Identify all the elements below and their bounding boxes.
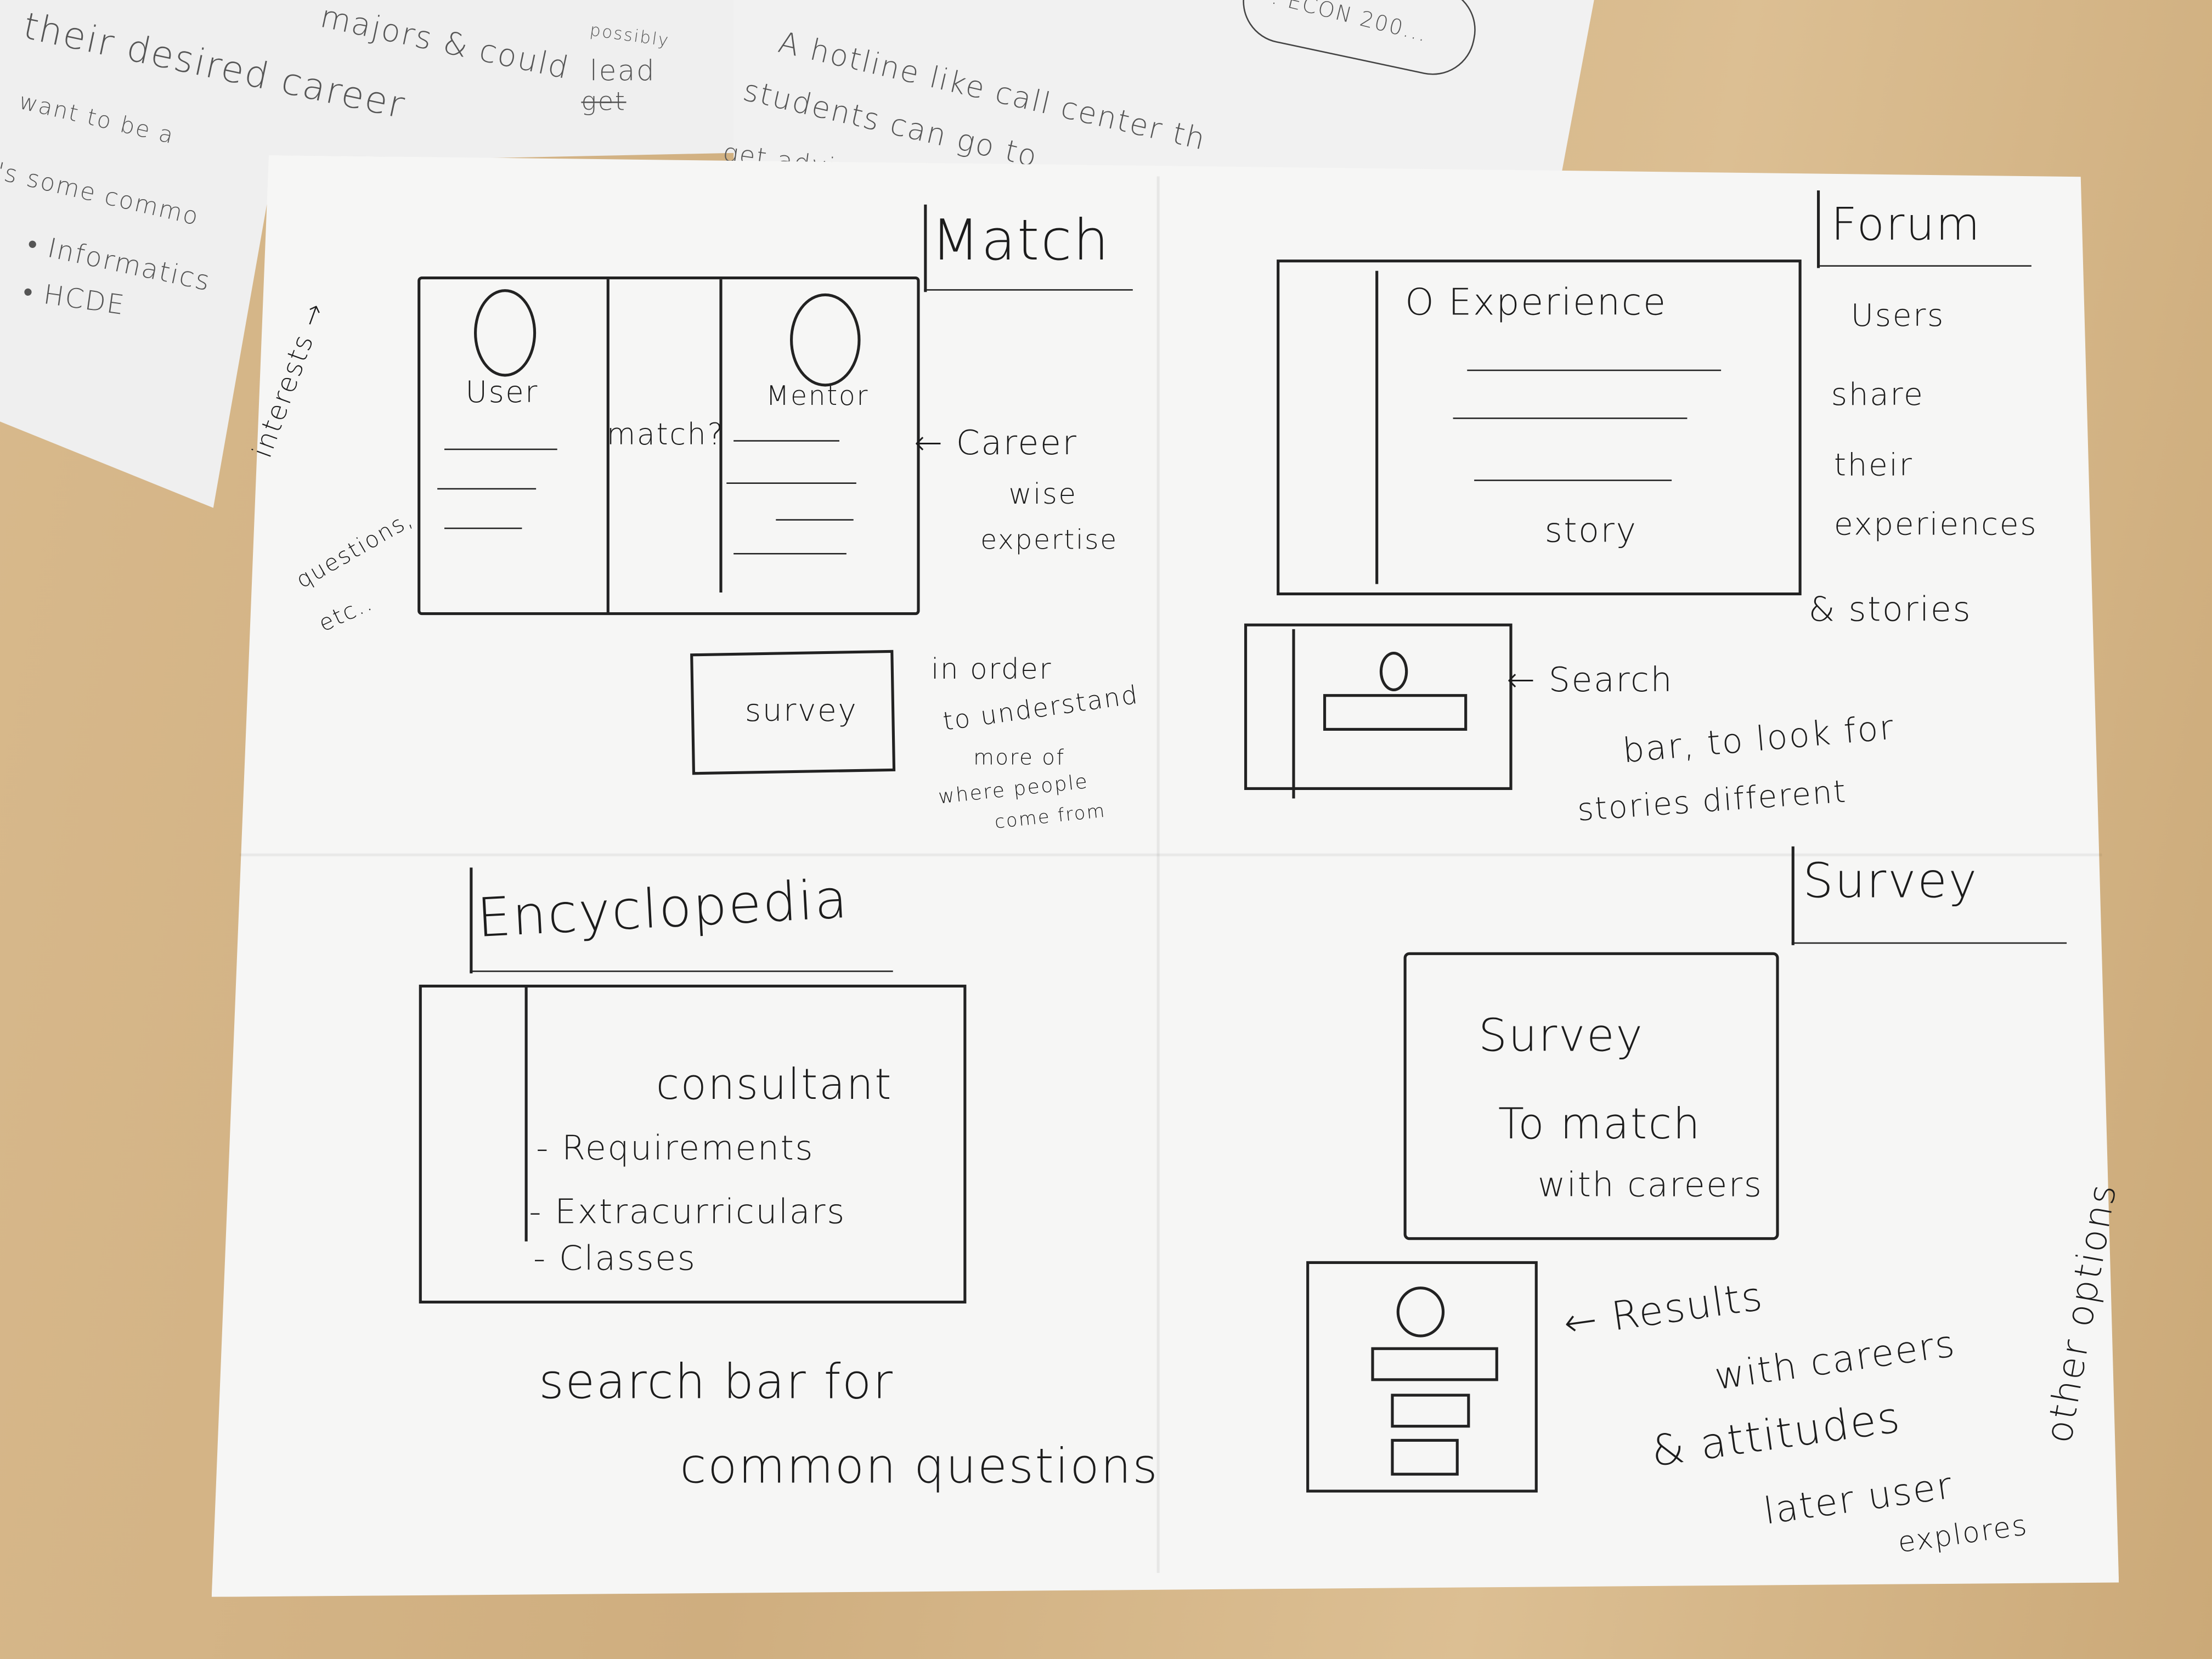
title-bracket: [1816, 190, 1820, 268]
sidebar-divider: [1375, 270, 1379, 584]
fold-horizontal: [240, 853, 2102, 856]
survey-box-text: Survey: [1478, 1008, 1644, 1063]
match-question-label: match?: [606, 417, 725, 452]
placeholder-line: [733, 552, 847, 555]
user-label: User: [465, 375, 539, 409]
title-bracket: [1791, 846, 1795, 945]
entry-item: - Requirements: [536, 1128, 815, 1169]
survey-button-label: survey: [744, 694, 858, 730]
title-bracket: [470, 867, 473, 974]
survey-purpose-note: in order: [931, 651, 1053, 686]
result-item[interactable]: [1391, 1438, 1459, 1476]
placeholder-line: [1474, 479, 1672, 481]
survey-title: Survey: [1803, 853, 1978, 910]
column-divider: [606, 279, 610, 612]
placeholder-line: [444, 448, 557, 450]
background-paper-right: [733, 0, 1594, 184]
match-title: Match: [931, 208, 1110, 274]
forum-search-screen: [1244, 623, 1513, 790]
avatar-icon: [1379, 651, 1408, 691]
mentor-avatar-icon: [789, 293, 861, 387]
sidebar-divider: [1292, 629, 1295, 799]
encyclopedia-note: common questions: [680, 1438, 1159, 1496]
story-label: story: [1544, 510, 1638, 550]
forum-side-note: their: [1833, 448, 1914, 484]
survey-box-text: To match: [1498, 1100, 1702, 1150]
search-bar[interactable]: [1323, 694, 1468, 731]
title-underline: [1820, 265, 2032, 267]
title-underline: [924, 289, 1133, 291]
encyclopedia-screen: [419, 984, 967, 1304]
result-item[interactable]: [1371, 1347, 1498, 1381]
entry-item: - Classes: [533, 1238, 697, 1278]
result-item[interactable]: [1391, 1393, 1470, 1428]
placeholder-line: [1467, 369, 1722, 371]
experience-card-title: O Experience: [1405, 282, 1667, 325]
forum-screen: [1277, 259, 1802, 596]
forum-title: Forum: [1831, 197, 1982, 251]
forum-side-note: share: [1831, 378, 1925, 414]
placeholder-line: [733, 440, 839, 442]
bg-note-line: lead: [589, 53, 656, 88]
results-screen: [1306, 1261, 1538, 1493]
placeholder-line: [1453, 417, 1688, 419]
forum-side-note: Users: [1850, 299, 1945, 335]
career-note: expertise: [980, 524, 1118, 556]
mentor-label: Mentor: [766, 381, 870, 412]
survey-screen: [1403, 952, 1779, 1240]
title-underline: [1791, 942, 2067, 944]
title-bracket: [924, 204, 927, 292]
user-avatar-icon: [473, 289, 537, 377]
placeholder-line: [437, 488, 537, 490]
column-divider: [719, 279, 723, 592]
placeholder-line: [726, 482, 856, 484]
title-underline: [470, 970, 893, 972]
search-note: ← Search: [1506, 660, 1674, 700]
survey-purpose-note: more of: [973, 744, 1065, 770]
sidebar-divider: [524, 987, 528, 1242]
placeholder-line: [776, 519, 854, 521]
fold-vertical: [1156, 176, 1160, 1573]
encyclopedia-note: search bar for: [539, 1354, 894, 1411]
entry-item: - Extracurriculars: [529, 1192, 846, 1232]
entry-title: consultant: [656, 1060, 893, 1110]
avatar-icon: [1396, 1286, 1445, 1338]
match-screen: [417, 276, 920, 616]
placeholder-line: [444, 527, 522, 529]
forum-side-note: experiences: [1833, 507, 2038, 543]
survey-box-text: with careers: [1537, 1165, 1763, 1205]
career-note: wise: [1008, 477, 1077, 511]
career-note: ← Career: [914, 423, 1078, 463]
bg-note-line: get: [581, 87, 627, 117]
forum-side-note: & stories: [1808, 589, 1972, 629]
